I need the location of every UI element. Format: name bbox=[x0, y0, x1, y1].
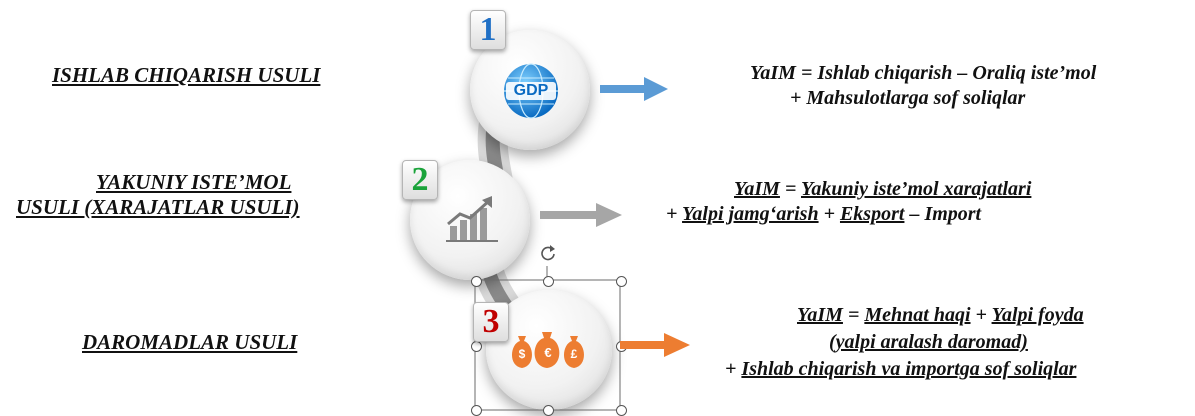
money-bag-euro-symbol: € bbox=[544, 345, 552, 360]
resize-handle-middle-left[interactable] bbox=[471, 341, 482, 352]
method-2-formula-line-2: + Yalpi jamg‘arish + Eksport – Import bbox=[666, 203, 982, 225]
rotate-handle-icon[interactable] bbox=[539, 244, 557, 262]
arrow-1 bbox=[600, 77, 668, 101]
method-2-number: 2 bbox=[402, 160, 438, 200]
method-2-formula-line-1: YaIM = Yakuniy iste’mol xarajatlari bbox=[734, 178, 1032, 200]
method-3-number: 3 bbox=[473, 302, 509, 342]
method-3-formula-line-2: (yalpi aralash daromad) bbox=[829, 331, 1028, 353]
method-1-number: 1 bbox=[470, 10, 506, 50]
money-bags-icon bbox=[512, 332, 584, 368]
resize-handle-top-middle[interactable] bbox=[543, 276, 554, 287]
resize-handle-bottom-left[interactable] bbox=[471, 405, 482, 416]
money-bag-pound-symbol: £ bbox=[570, 347, 578, 361]
method-3-formula-line-1: YaIM = Mehnat haqi + Yalpi foyda bbox=[797, 304, 1084, 326]
resize-handle-top-left[interactable] bbox=[471, 276, 482, 287]
gdp-icon-text: GDP bbox=[513, 82, 549, 99]
method-2-label-line-1: YAKUNIY ISTE’MOL bbox=[96, 170, 292, 194]
method-1-formula-line-1: YaIM = Ishlab chiqarish – Oraliq iste’mo… bbox=[750, 62, 1097, 84]
resize-handle-bottom-middle[interactable] bbox=[543, 405, 554, 416]
growth-chart-icon bbox=[446, 196, 498, 242]
resize-handle-top-right[interactable] bbox=[616, 276, 627, 287]
method-3-label: DAROMADLAR USULI bbox=[82, 330, 298, 354]
method-2-label-line-2: USULI (XARAJATLAR USULI) bbox=[16, 195, 300, 219]
arrow-3 bbox=[620, 333, 690, 357]
method-1-formula-line-2: + Mahsulotlarga sof soliqlar bbox=[790, 87, 1026, 109]
method-3-formula-line-3: + Ishlab chiqarish va importga sof soliq… bbox=[725, 358, 1077, 380]
resize-handle-bottom-right[interactable] bbox=[616, 405, 627, 416]
arrow-2 bbox=[540, 203, 622, 227]
method-1-label: ISHLAB CHIQARISH USULI bbox=[52, 63, 321, 87]
gdp-globe-icon bbox=[504, 63, 558, 119]
money-bag-dollar-symbol: $ bbox=[518, 347, 526, 361]
